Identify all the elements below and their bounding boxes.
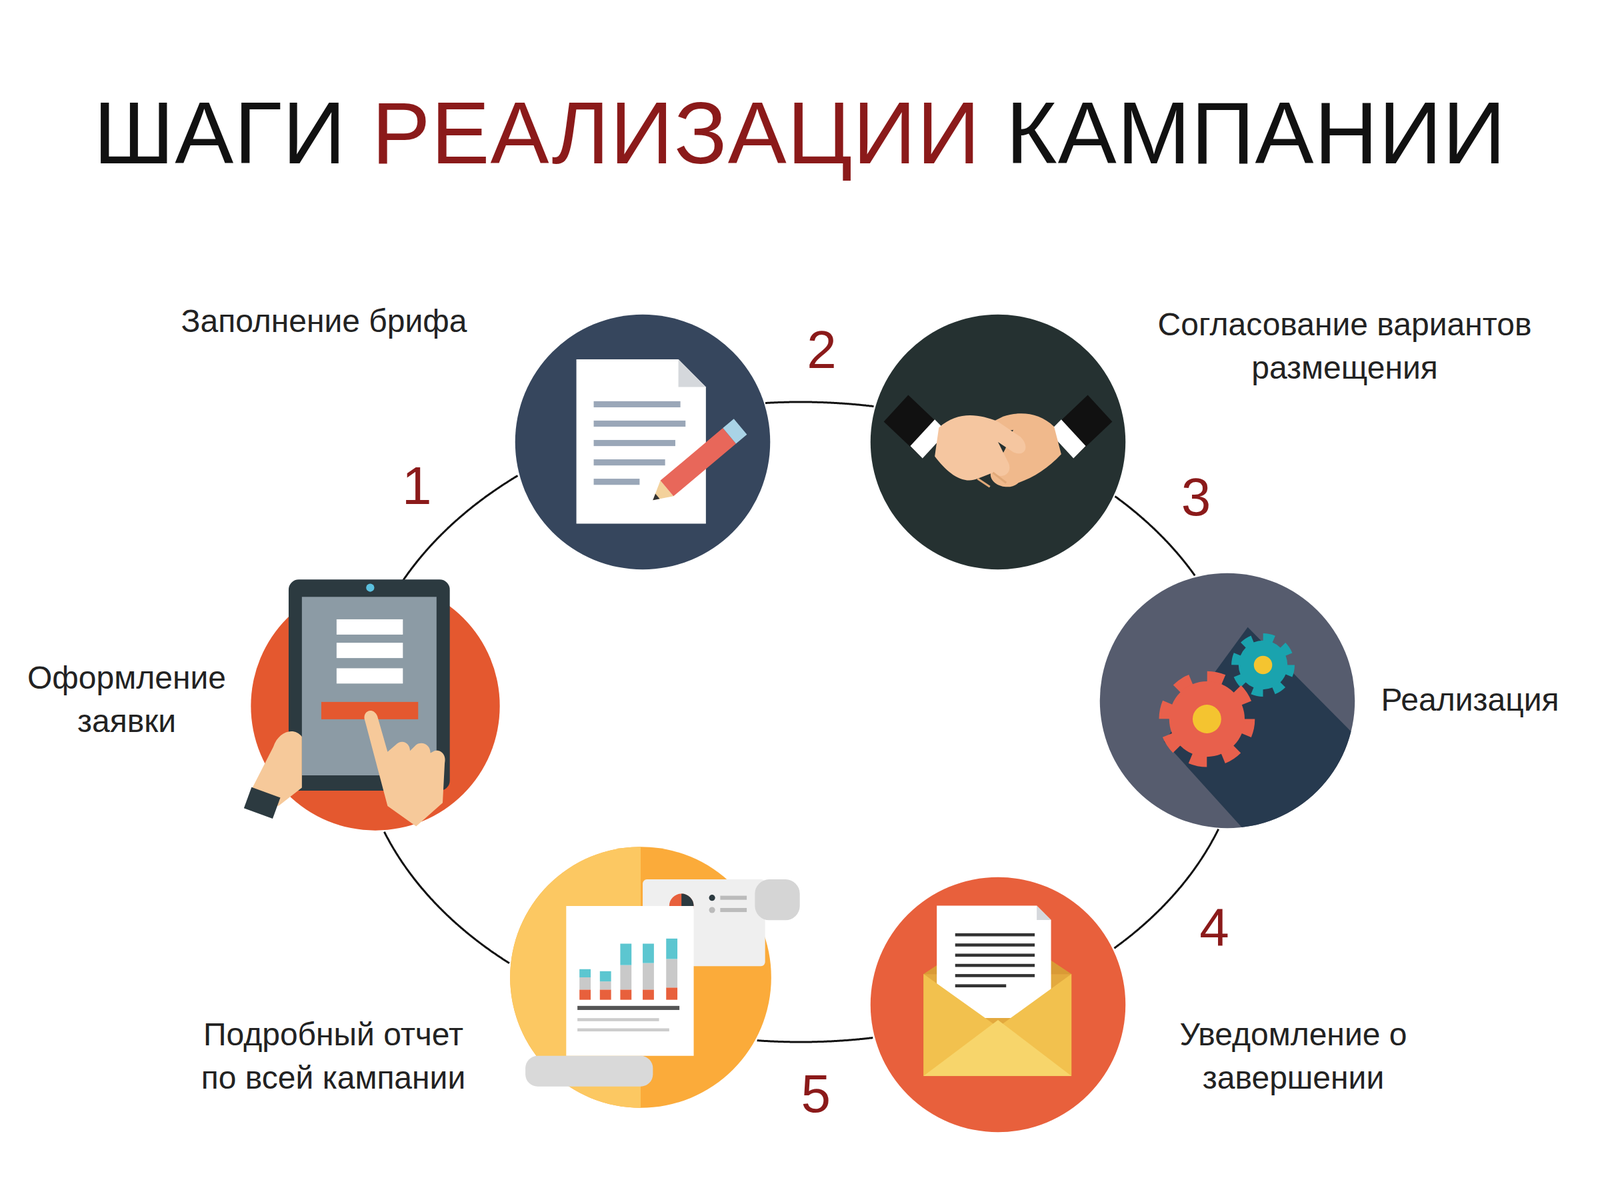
step-circle: Подробный отчет по всей кампании bbox=[510, 846, 772, 1108]
step-label: Оформление заявки bbox=[13, 656, 240, 744]
step-circle: Реализация bbox=[1100, 573, 1355, 828]
step-number: 5 bbox=[794, 1064, 838, 1124]
step-number: 4 bbox=[1192, 898, 1236, 957]
title-row: ШАГИ РЕАЛИЗАЦИИ КАМПАНИИ bbox=[0, 82, 1600, 184]
step-label: Согласование вариантов размещения bbox=[1131, 303, 1558, 390]
ring-connector bbox=[765, 402, 874, 407]
gears-icon bbox=[1100, 573, 1452, 936]
step-label: Реализация bbox=[1356, 678, 1584, 722]
step-circle: Заполнение брифа bbox=[515, 314, 770, 570]
brief-icon bbox=[515, 314, 771, 570]
step-label: Уведомление о завершении bbox=[1153, 1013, 1434, 1100]
report-icon bbox=[510, 846, 800, 1108]
step-number: 1 bbox=[395, 456, 439, 516]
step-label: Подробный отчет по всей кампании bbox=[183, 1013, 484, 1100]
ring-connector bbox=[757, 1038, 874, 1042]
step-number: 3 bbox=[1174, 468, 1218, 527]
ring-connector bbox=[384, 832, 510, 964]
step-circle: Уведомление о завершении bbox=[870, 877, 1126, 1132]
diagram-title: ШАГИ РЕАЛИЗАЦИИ КАМПАНИИ bbox=[93, 82, 1506, 184]
handshake-icon bbox=[870, 314, 1126, 570]
tablet-icon bbox=[244, 579, 500, 830]
step-circle: Согласование вариантов размещения bbox=[870, 314, 1126, 570]
envelope-icon bbox=[870, 877, 1126, 1133]
step-label: Заполнение брифа bbox=[150, 300, 498, 344]
step-number: 2 bbox=[800, 320, 844, 380]
step-circle: Оформление заявки bbox=[250, 581, 500, 831]
